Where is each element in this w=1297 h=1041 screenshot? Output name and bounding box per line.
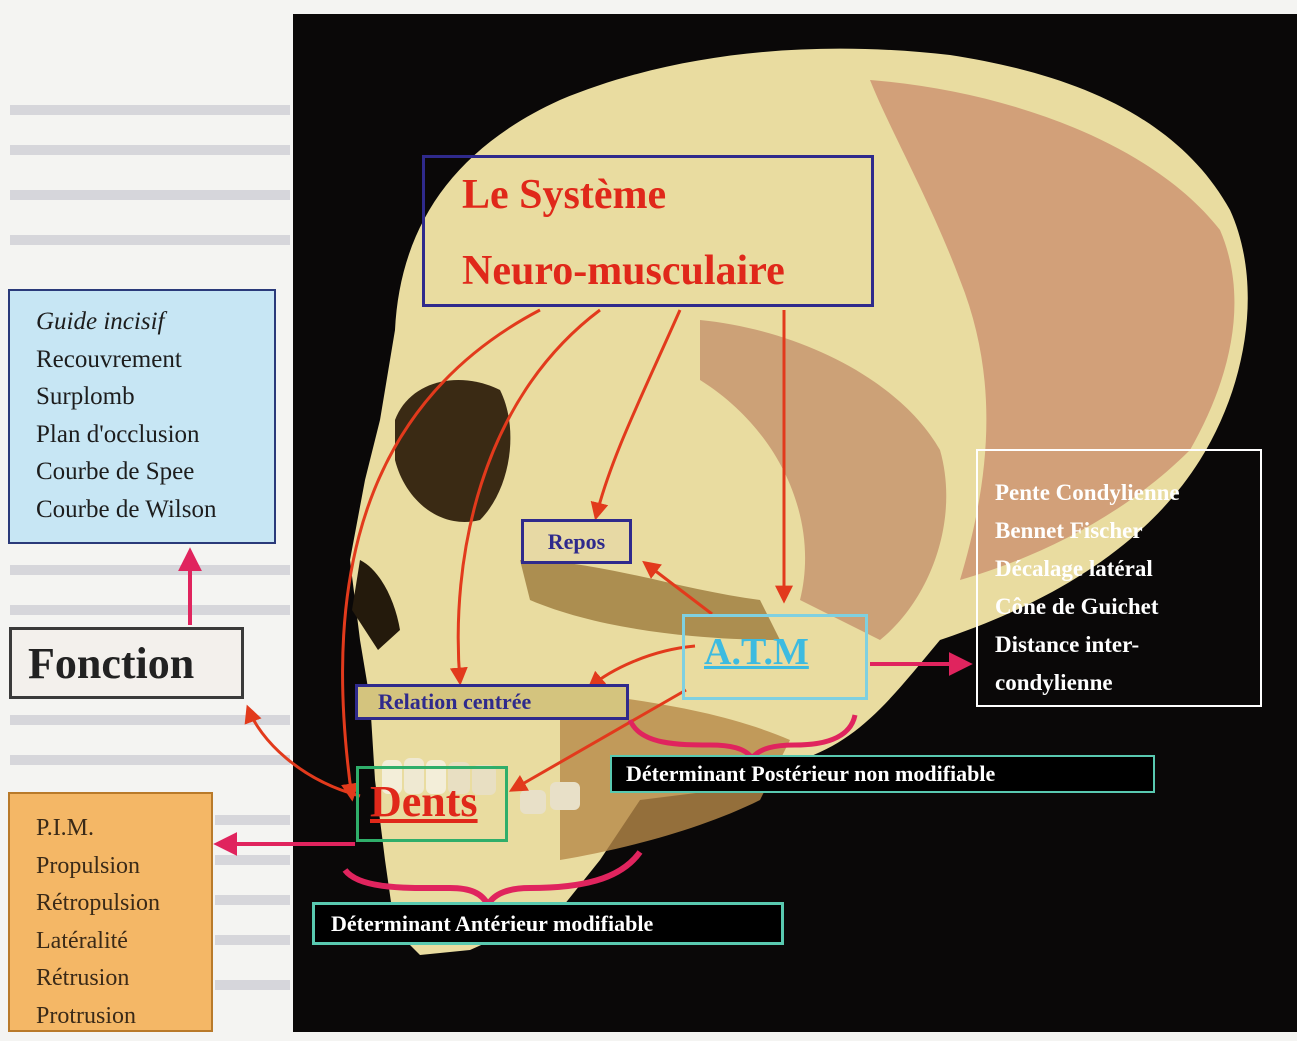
- fonction-label: Fonction: [9, 627, 244, 699]
- list-item: Distance inter-: [995, 633, 1260, 671]
- list-item: Courbe de Wilson: [36, 497, 274, 535]
- list-item: Plan d'occlusion: [36, 422, 274, 460]
- atm-parameters-list: Pente Condylienne Bennet Fischer Décalag…: [976, 449, 1262, 707]
- list-item: Pente Condylienne: [995, 481, 1260, 519]
- list-item: condylienne: [995, 671, 1260, 709]
- list-item: Rétropulsion: [36, 891, 211, 929]
- movement-list: P.I.M. Propulsion Rétropulsion Latéralit…: [8, 792, 213, 1032]
- list-item: Rétrusion: [36, 966, 211, 1004]
- list-item: Latéralité: [36, 929, 211, 967]
- dents-label: Dents: [370, 776, 478, 827]
- list-item: Surplomb: [36, 384, 274, 422]
- list-item: P.I.M.: [36, 816, 211, 854]
- repos-label: Repos: [521, 519, 632, 564]
- neuromuscular-system-title-box: Le Système Neuro-musculaire: [422, 155, 874, 307]
- anterior-determinant-label: Déterminant Antérieur modifiable: [312, 902, 784, 945]
- relation-centree-label: Relation centrée: [355, 684, 629, 720]
- posterior-determinant-label: Déterminant Postérieur non modifiable: [610, 755, 1155, 793]
- title-line-1: Le Système: [462, 171, 666, 219]
- list-item: Courbe de Spee: [36, 459, 274, 497]
- list-item: Bennet Fischer: [995, 519, 1260, 557]
- atm-label: A.T.M: [704, 630, 809, 674]
- list-item: Protrusion: [36, 1004, 211, 1041]
- list-item: Guide incisif: [36, 309, 274, 347]
- fonction-criteria-list: Guide incisif Recouvrement Surplomb Plan…: [8, 289, 276, 544]
- list-item: Recouvrement: [36, 347, 274, 385]
- list-item: Propulsion: [36, 854, 211, 892]
- list-item: Cône de Guichet: [995, 595, 1260, 633]
- title-line-2: Neuro-musculaire: [462, 247, 785, 295]
- list-item: Décalage latéral: [995, 557, 1260, 595]
